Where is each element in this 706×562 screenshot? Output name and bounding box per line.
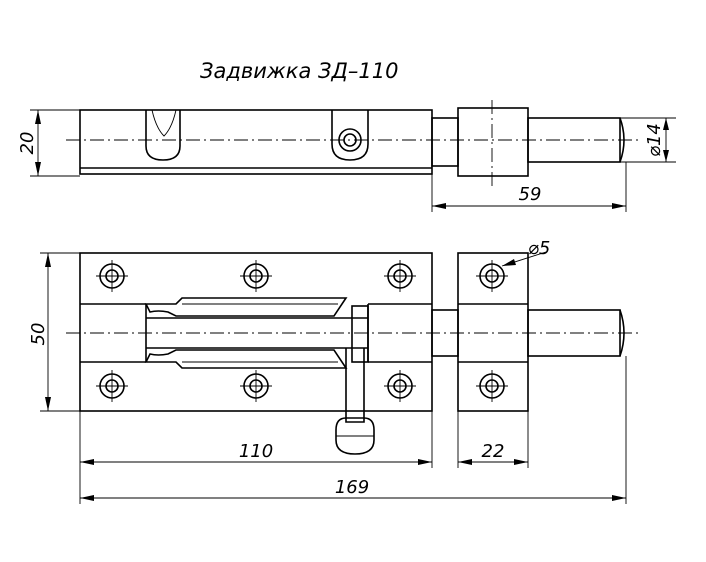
bolt-handle-knob <box>335 417 375 455</box>
dim-14-arrow-bottom <box>663 150 669 162</box>
dim-59-label: 59 <box>519 184 542 205</box>
dim-22-label: 22 <box>482 441 505 462</box>
dim-110-arrow-right <box>418 459 432 465</box>
front-guide-lower <box>144 349 348 369</box>
dim-59-arrow-right <box>612 203 626 209</box>
mounting-hole <box>384 260 416 292</box>
mounting-hole <box>96 260 128 292</box>
dim-110-label: 110 <box>239 441 273 462</box>
mounting-hole <box>240 370 272 402</box>
dim-20-arrow-top <box>35 110 41 124</box>
dim-169-arrow-left <box>80 495 94 501</box>
dim-50-arrow-bottom <box>45 397 51 411</box>
dim-169-arrow-right <box>612 495 626 501</box>
dim-20-label: 20 <box>17 132 38 155</box>
dim-5-arrow <box>502 259 516 266</box>
dim-22-arrow-right <box>514 459 528 465</box>
mounting-holes <box>96 260 508 402</box>
dim-5-label: ⌀5 <box>528 238 550 259</box>
dim-59-arrow-left <box>432 203 446 209</box>
top-slot <box>145 110 181 161</box>
drawing-title: Задвижка ЗД–110 <box>200 59 398 83</box>
dim-169-label: 169 <box>335 477 369 498</box>
mounting-hole <box>476 370 508 402</box>
bolt-collar <box>351 305 369 363</box>
top-screw-boss <box>331 110 369 161</box>
mounting-hole <box>96 370 128 402</box>
dim-20-arrow-bottom <box>35 162 41 176</box>
top-view: 20 ⌀14 59 <box>17 100 676 212</box>
mounting-hole <box>240 260 272 292</box>
bolt-handle <box>345 348 365 423</box>
top-slot-inner <box>151 109 177 137</box>
dim-22-arrow-left <box>458 459 472 465</box>
top-keeper <box>457 107 529 177</box>
top-rod-mid <box>431 117 459 167</box>
dim-14-label: ⌀14 <box>644 123 665 157</box>
dim-50-label: 50 <box>28 323 49 346</box>
front-keeper <box>457 252 529 412</box>
dim-50-arrow-top <box>45 253 51 267</box>
dim-14-arrow-top <box>663 118 669 130</box>
mounting-hole <box>384 370 416 402</box>
front-view: ⌀5 50 110 22 169 <box>28 238 640 504</box>
dim-110-arrow-left <box>80 459 94 465</box>
mounting-hole <box>476 260 508 292</box>
top-plate-outline <box>79 109 433 175</box>
front-guide-upper <box>144 297 348 317</box>
